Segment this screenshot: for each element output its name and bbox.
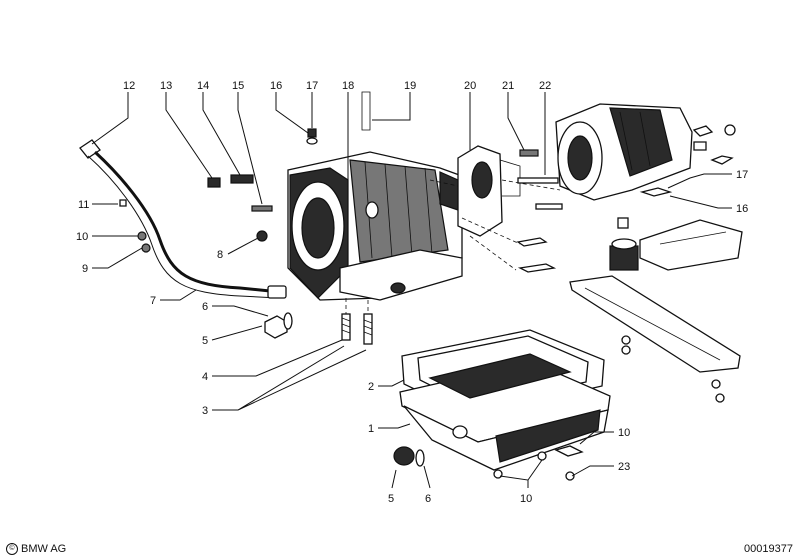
callout-4: 4: [202, 371, 208, 383]
callout-6-lower: 6: [425, 493, 431, 505]
callout-16-right: 16: [736, 203, 748, 215]
callout-8: 8: [217, 249, 223, 261]
callout-2: 2: [368, 381, 374, 393]
callout-5-upper: 5: [202, 335, 208, 347]
callout-labels: 12 13 14 15 16 17 18 19 20 21 22 11 10 9…: [76, 80, 748, 505]
callout-6-upper: 6: [202, 301, 208, 313]
crossmember: [569, 275, 741, 403]
document-number: 00019377: [744, 543, 793, 555]
transmission-housing: [287, 91, 463, 301]
callout-19: 19: [404, 80, 416, 92]
callout-23: 23: [618, 461, 630, 473]
callout-3: 3: [202, 405, 208, 417]
brand-footer: © BMW AG: [6, 543, 66, 555]
callout-16: 16: [270, 80, 282, 92]
callout-11: 11: [78, 199, 89, 211]
springs: [341, 298, 373, 345]
callout-21: 21: [502, 80, 514, 92]
callout-9: 9: [82, 263, 88, 275]
extension-flange: [429, 145, 561, 237]
left-small-parts: [119, 128, 318, 339]
callout-17-right: 17: [736, 169, 748, 181]
callout-10-lower: 10: [520, 493, 532, 505]
callout-20: 20: [464, 80, 476, 92]
oil-pan: [393, 353, 611, 481]
dipstick-tube: [79, 139, 287, 299]
callout-12: 12: [123, 80, 135, 92]
shafts: [461, 149, 563, 273]
leader-lines: [91, 92, 732, 489]
callout-10-left: 10: [76, 231, 88, 243]
brand-name: BMW AG: [21, 543, 67, 555]
callout-10-right: 10: [618, 427, 630, 439]
callout-22: 22: [539, 80, 551, 92]
callout-1: 1: [368, 423, 374, 435]
callout-7: 7: [150, 295, 156, 307]
copyright-icon: ©: [6, 543, 18, 555]
callout-17: 17: [306, 80, 318, 92]
callout-14: 14: [197, 80, 209, 92]
rear-extension-housing: [555, 103, 736, 201]
callout-5-lower: 5: [388, 493, 394, 505]
callout-13: 13: [160, 80, 172, 92]
callout-18: 18: [342, 80, 354, 92]
callout-15: 15: [232, 80, 244, 92]
mount-bracket: [609, 217, 743, 271]
